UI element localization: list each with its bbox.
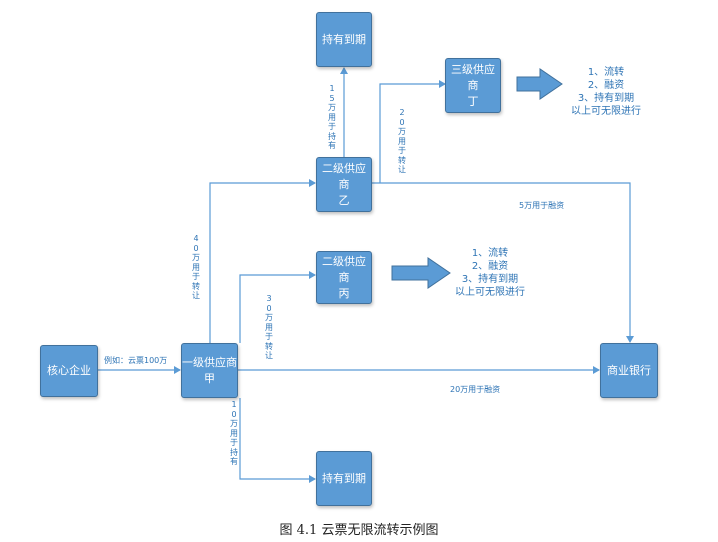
options-list-bing: 1、流转 2、融资 3、持有到期 以上可无限进行 — [450, 247, 530, 299]
node-tier3-ding: 三级供应商 丁 — [445, 58, 501, 113]
options-bing-item: 3、持有到期 — [461, 274, 519, 285]
options-bing-item: 2、融资 — [471, 261, 509, 272]
edge-yi-to-bank — [372, 182, 634, 343]
edge-label-jia-to-yi: 40万用于转让 — [192, 234, 200, 300]
block-arrows — [391, 68, 563, 289]
edge-jia-to-bing — [239, 271, 316, 343]
block-arrow-ding — [516, 68, 563, 100]
node-tier2-yi-label: 二级供应商 乙 — [322, 161, 366, 207]
figure-caption: 图 4.1 云票无限流转示例图 — [279, 523, 439, 538]
node-hold-bottom: 持有到期 — [316, 451, 372, 506]
edge-label-jia-to-bing: 30万用于转让 — [265, 294, 273, 360]
node-hold-top: 持有到期 — [316, 12, 372, 67]
options-ding-item: 1、流转 — [587, 67, 625, 78]
node-tier3-ding-label: 三级供应商 丁 — [451, 62, 495, 108]
options-ding-item: 以上可无限进行 — [571, 106, 641, 117]
block-arrow-bing — [391, 257, 451, 289]
edge-jia-to-yi — [209, 179, 316, 343]
node-tier1-jia-label: 一级供应商 甲 — [182, 355, 237, 385]
edge-label-core-to-jia: 例如：云票100万 — [104, 356, 168, 365]
edge-label-yi-to-hold: 15万用于持有 — [328, 84, 336, 150]
edge-label-yi-to-bank: 5万用于融资 — [519, 201, 565, 210]
edge-yi-to-ding — [379, 80, 446, 183]
node-tier2-bing: 二级供应商 丙 — [316, 251, 372, 304]
node-commercial-bank-label: 商业银行 — [607, 363, 651, 377]
edge-label-jia-to-hold: 10万用于持有 — [230, 400, 238, 466]
node-tier2-yi: 二级供应商 乙 — [316, 157, 372, 212]
node-hold-top-label: 持有到期 — [322, 32, 366, 46]
node-tier1-jia: 一级供应商 甲 — [181, 343, 238, 398]
options-ding-item: 2、融资 — [587, 80, 625, 91]
node-core-enterprise-label: 核心企业 — [47, 364, 91, 377]
edge-jia-to-hold — [239, 398, 316, 483]
options-ding-item: 3、持有到期 — [577, 93, 635, 104]
options-list-ding: 1、流转 2、融资 3、持有到期 以上可无限进行 — [566, 66, 646, 118]
options-bing-item: 1、流转 — [471, 248, 509, 259]
node-tier2-bing-label: 二级供应商 丙 — [322, 254, 366, 300]
options-bing-item: 以上可无限进行 — [455, 287, 525, 298]
node-hold-bottom-label: 持有到期 — [322, 471, 366, 485]
edge-label-yi-to-ding: 20万用于转让 — [398, 108, 406, 174]
edge-label-jia-to-bank: 20万用于融资 — [450, 385, 501, 394]
node-commercial-bank: 商业银行 — [600, 343, 658, 398]
node-core-enterprise: 核心企业 — [40, 345, 98, 397]
